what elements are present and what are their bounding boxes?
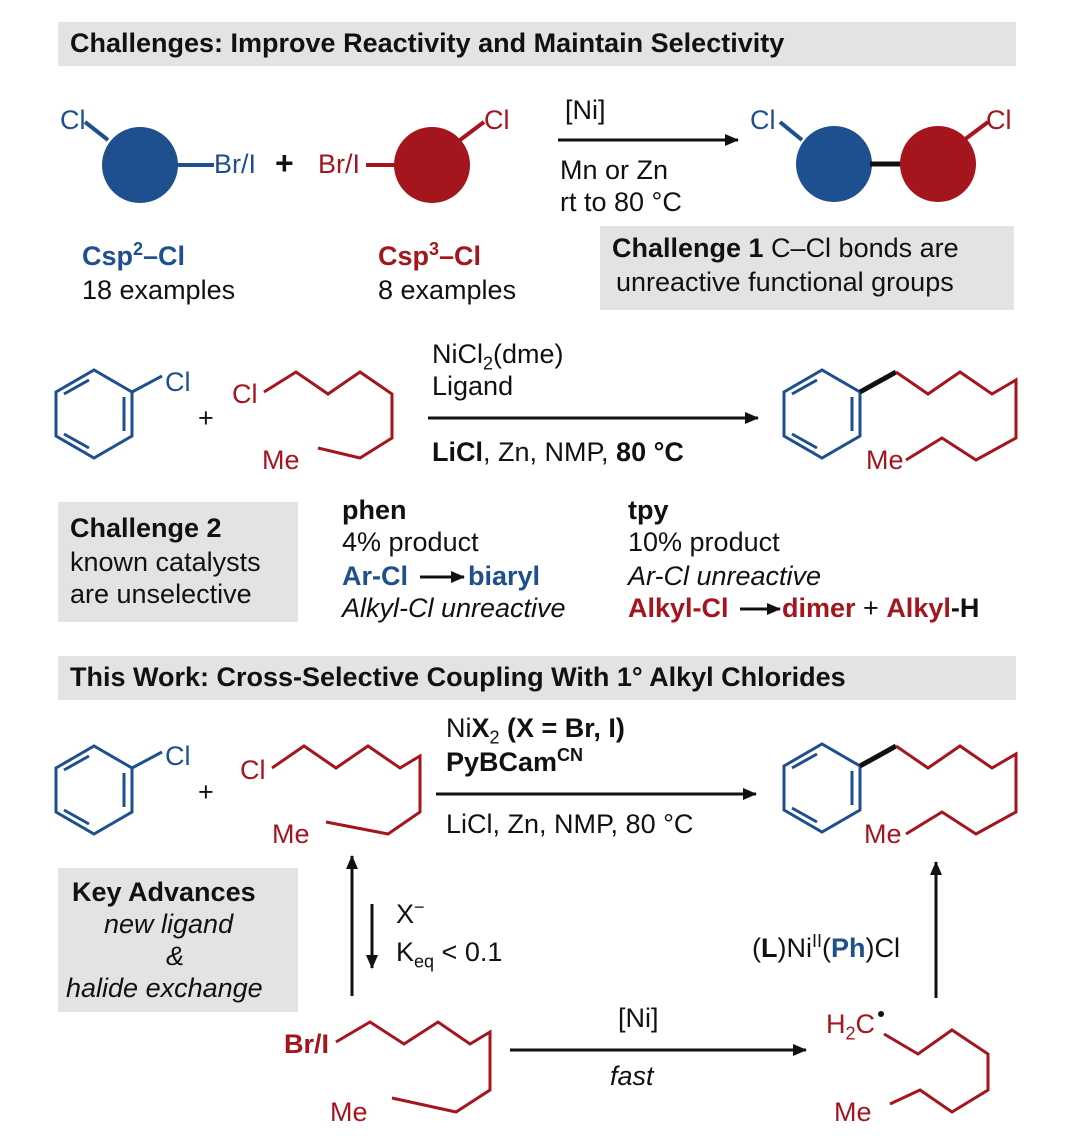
csp3-sphere-fragment: [366, 120, 486, 203]
r2-chlorobenzene: [54, 744, 163, 836]
challenge2-line1: known catalysts: [70, 547, 261, 577]
csp3-examples: 8 examples: [378, 275, 517, 305]
r1-product-me: Me: [866, 445, 904, 475]
challenge1-box: [600, 226, 1014, 310]
challenge2-line2: are unselective: [70, 579, 252, 609]
condition-temperature: rt to 80 °C: [560, 187, 682, 217]
r1-conditions: LiCl, Zn, NMP, 80 °C: [432, 437, 684, 467]
key-advances-l3: halide exchange: [66, 973, 263, 1003]
r2-product-bond: [858, 743, 898, 769]
condition-mn-zn: Mn or Zn: [560, 155, 669, 185]
r2-alkyl-cl: Cl: [240, 755, 266, 785]
r2-alkyl-chain: [271, 744, 422, 836]
csp2-sphere-fragment: [83, 120, 214, 203]
r2-arene-cl: Cl: [165, 741, 191, 771]
key-advances-l1: new ligand: [104, 909, 234, 939]
r2-catalyst: NiX2 (X = Br, I): [446, 713, 625, 748]
r1-ligand: Ligand: [432, 371, 514, 401]
key-advances-title: Key Advances: [72, 877, 256, 907]
tpy-dimer-line: dimer + Alkyl-H: [782, 593, 980, 623]
r1-chlorobenzene: [54, 368, 163, 460]
product-cl-red: Cl: [986, 105, 1012, 135]
r2-product-me: Me: [864, 819, 902, 849]
key-advances-box: [58, 868, 298, 1012]
challenge2-box: [58, 502, 298, 622]
csp2-examples: 18 examples: [82, 275, 236, 305]
atom-bri-blue: Br/I: [214, 149, 257, 179]
r2-product-benzene: [782, 742, 862, 834]
atom-cl-blue-left: Cl: [60, 105, 86, 135]
challenge1-line1: Challenge 1 C–Cl bonds are: [612, 233, 959, 263]
csp2-cl-label: Csp2–Cl: [82, 239, 186, 271]
product-spheres: [778, 120, 990, 202]
challenges-banner: Challenges: Improve Reactivity and Maint…: [58, 22, 1016, 66]
r1-alkyl-me: Me: [262, 445, 300, 475]
this-work-banner: This Work: Cross-Selective Coupling With…: [58, 656, 1016, 700]
r1-alkyl-cl: Cl: [232, 379, 258, 409]
r2-product-chain: [895, 744, 1018, 836]
bottom-fast: fast: [610, 1061, 654, 1091]
r1-plus: +: [198, 403, 214, 433]
r1-alkyl-chain: [263, 370, 394, 460]
bottom-alkyl-bri-chain: [335, 1020, 492, 1114]
tpy-name: tpy: [628, 495, 669, 525]
radical-h2c: H2C: [826, 1009, 876, 1044]
phen-alkyl-unreactive: Alkyl-Cl unreactive: [342, 593, 566, 623]
tpy-alkylcl: Alkyl-Cl: [628, 593, 729, 623]
r1-product-chain: [895, 370, 1018, 462]
phen-arcl: Ar-Cl: [342, 561, 408, 591]
r1-product-bond: [858, 369, 898, 395]
plus-sign-1: +: [275, 145, 294, 181]
bottom-bri: Br/I: [284, 1029, 330, 1059]
bottom-radical-chain: [883, 1028, 990, 1114]
r2-plus: +: [198, 777, 214, 807]
product-cl-blue: Cl: [750, 105, 776, 135]
exchange-keq: Keq < 0.1: [396, 937, 503, 972]
exchange-x: X−: [396, 897, 425, 929]
phen-yield: 4% product: [342, 527, 479, 557]
bottom-me-left: Me: [330, 1097, 368, 1127]
ni-complex-label: (L)NiII(Ph)Cl: [752, 931, 901, 963]
r2-conditions: LiCl, Zn, NMP, 80 °C: [446, 809, 694, 839]
csp3-cl-label: Csp3–Cl: [378, 239, 482, 271]
atom-cl-red-right: Cl: [484, 105, 510, 135]
r1-arene-cl: Cl: [165, 367, 191, 397]
r1-catalyst: NiCl2(dme): [432, 339, 564, 374]
tpy-arcl-unreactive: Ar-Cl unreactive: [628, 561, 822, 591]
tpy-yield: 10% product: [628, 527, 780, 557]
key-advances-l2: &: [166, 941, 185, 971]
challenge2-title: Challenge 2: [70, 513, 222, 543]
r2-ligand: PyBCamCN: [446, 745, 584, 777]
r1-product-benzene: [782, 368, 862, 460]
bottom-ni: [Ni]: [618, 1003, 659, 1033]
bottom-me-right: Me: [834, 1097, 872, 1127]
phen-name: phen: [342, 495, 407, 525]
reagent-ni-top: [Ni]: [565, 95, 606, 125]
phen-biaryl: biaryl: [468, 561, 541, 591]
r2-alkyl-me: Me: [272, 819, 310, 849]
atom-bri-red: Br/I: [318, 149, 361, 179]
radical-dot: [878, 1011, 884, 1017]
challenge1-line2: unreactive functional groups: [616, 267, 954, 297]
